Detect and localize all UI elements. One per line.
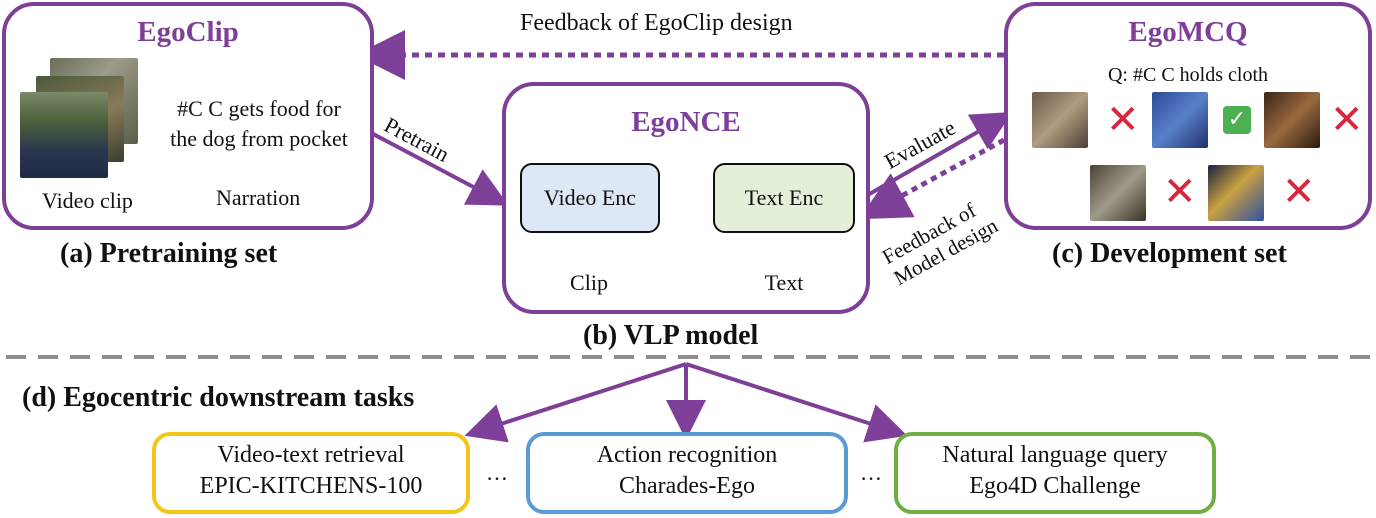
downstream-caption: (d) Egocentric downstream tasks <box>22 382 415 413</box>
video-encoder: Video Enc <box>520 163 660 233</box>
task-2-name: Action recognition <box>596 442 778 468</box>
egonce-title: EgoNCE <box>631 106 741 138</box>
text-input-label: Text <box>764 270 804 295</box>
egomcq-title: EgoMCQ <box>1128 16 1248 48</box>
wrong-mark-icon: ✕ <box>1282 169 1316 215</box>
wrong-mark-icon: ✕ <box>1163 169 1197 215</box>
narration-line-1: #C C gets food for <box>177 96 341 121</box>
mcq-option-2-thumb <box>1152 92 1208 148</box>
task-1-name: Video-text retrieval <box>217 442 405 468</box>
pretraining-caption: (a) Pretraining set <box>60 238 278 269</box>
clip-input-label: Clip <box>570 270 608 295</box>
development-caption: (c) Development set <box>1052 238 1287 269</box>
egoclip-box: EgoClip #C C gets food for the dog from … <box>2 2 374 230</box>
mcq-option-4-thumb <box>1090 165 1146 221</box>
ellipsis-1: … <box>486 460 508 485</box>
task-natural-language-query: Natural language query Ego4D Challenge <box>894 432 1216 514</box>
task-2-dataset: Charades-Ego <box>619 473 755 499</box>
mcq-option-3-thumb <box>1264 92 1320 148</box>
mcq-option-5-thumb <box>1208 165 1264 221</box>
downstream-arrow-left <box>464 362 687 443</box>
mcq-option-1-thumb <box>1032 92 1088 148</box>
vlp-caption: (b) VLP model <box>583 320 759 351</box>
wrong-mark-icon: ✕ <box>1330 97 1364 143</box>
correct-mark-icon: ✓ <box>1223 106 1251 134</box>
task-3-dataset: Ego4D Challenge <box>969 473 1141 499</box>
downstream-arrow-right <box>685 362 908 443</box>
task-action-recognition: Action recognition Charades-Ego <box>526 432 848 514</box>
feedback-egoclip-label: Feedback of EgoClip design <box>520 10 793 36</box>
pretrain-arrow <box>357 124 509 206</box>
feedback-model-arrow <box>858 137 1006 220</box>
video-clip-label: Video clip <box>42 188 133 213</box>
narration-text: #C C gets food for the dog from pocket <box>146 94 372 154</box>
task-video-text-retrieval: Video-text retrieval EPIC-KITCHENS-100 <box>152 432 470 514</box>
task-1-dataset: EPIC-KITCHENS-100 <box>199 473 423 499</box>
narration-label: Narration <box>216 185 301 210</box>
narration-line-2: the dog from pocket <box>170 126 348 151</box>
task-3-name: Natural language query <box>942 442 1168 468</box>
ellipsis-2: … <box>860 460 882 485</box>
video-frame-front <box>20 92 108 178</box>
wrong-mark-icon: ✕ <box>1106 97 1140 143</box>
mcq-question: Q: #C C holds cloth <box>1107 64 1268 86</box>
text-encoder: Text Enc <box>713 163 855 233</box>
egoclip-title: EgoClip <box>137 16 239 48</box>
